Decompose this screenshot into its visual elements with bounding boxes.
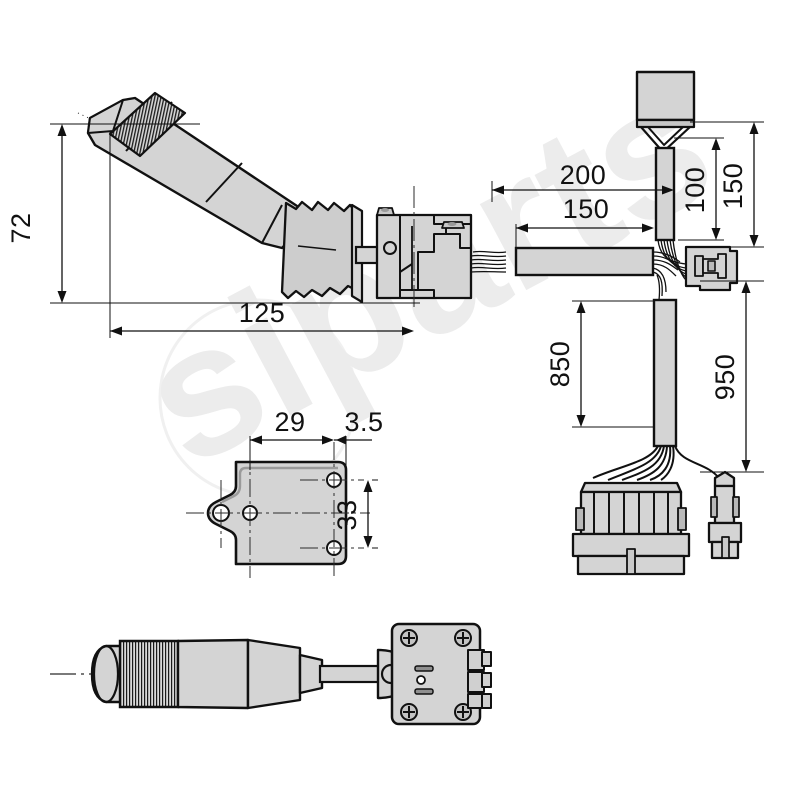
housing-screws [400,629,472,721]
harness-top-module [635,70,696,154]
bottom-switch-housing [390,622,492,726]
bottom-lever-knurl-grip [118,639,180,709]
dimension-label-29: 29 [274,407,305,437]
harness-vertical-sheath-top [654,146,676,242]
dimension-72: 72 [6,123,420,304]
harness-horizontal-sheath [514,246,655,277]
view-harness: 200 150 100 150 [491,70,764,576]
dimension-label-33: 33 [332,499,362,530]
dimension-125: 125 [109,132,414,338]
view-top-left-lever: 72 125 [6,91,507,338]
dimension-label-72: 72 [6,212,36,243]
harness-small-connector [684,245,739,292]
dimension-label-150-v: 150 [718,163,748,210]
bottom-lever-barrel [176,638,324,710]
bracket-plate-center-lines [186,442,370,578]
harness-vertical-sheath-lower [652,298,678,448]
dimension-100: 100 [674,137,724,241]
switch-body [375,186,473,310]
lever-handle [86,91,303,250]
view-bottom-lever [50,622,492,726]
dimension-150-horizontal: 150 [515,194,654,248]
harness-fanout-wires [592,445,720,481]
dimension-150-vertical: 150 [690,121,764,248]
harness-secondary-connector [707,470,743,560]
dimension-29: 29 [249,407,334,470]
harness-main-connector [571,481,691,576]
dimension-label-125: 125 [239,298,286,328]
body-exit-wires [470,250,507,273]
dimension-33: 33 [332,479,378,549]
dimension-label-100: 100 [680,167,710,214]
view-bracket-plate: 29 3.5 33 [186,407,383,578]
dimension-850: 850 [545,300,654,428]
dimension-label-950: 950 [710,354,740,401]
dimension-950: 950 [700,280,764,473]
dimension-label-850: 850 [545,341,575,388]
bottom-lever-shaft [318,664,382,684]
dimension-label-3-5: 3.5 [344,407,383,437]
lever-rubber-boot [280,200,364,304]
dimension-label-200: 200 [560,160,607,190]
dimension-3-5: 3.5 [334,407,383,470]
bottom-lever-tip [90,644,124,704]
harness-wires-center [652,251,681,301]
dimension-200: 200 [491,160,674,202]
dimension-label-150-h: 150 [563,194,610,224]
